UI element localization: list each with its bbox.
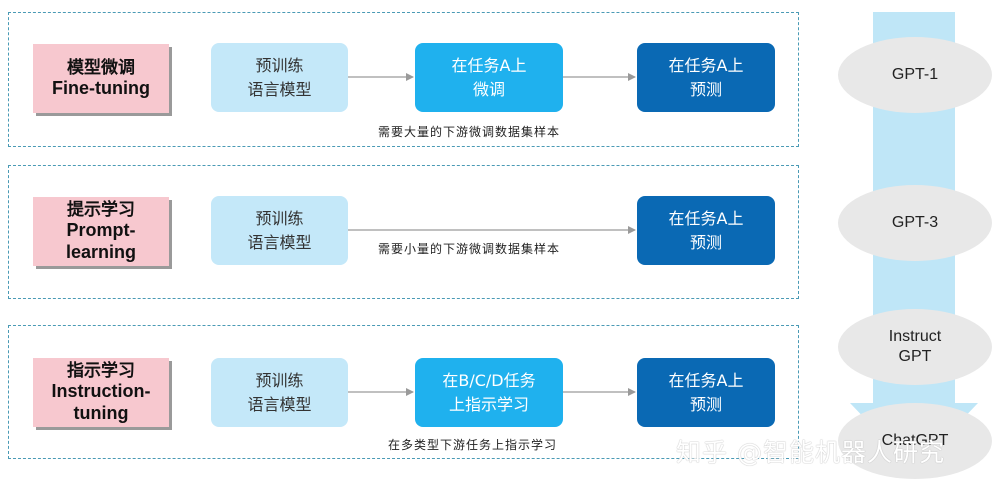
task-a-predict-box: 在任务A上 预测 bbox=[637, 196, 775, 265]
watermark: 知乎 @智能机器人研究 bbox=[676, 438, 945, 467]
instructgpt-node: Instruct GPT bbox=[838, 309, 992, 385]
label-en: Instruction- tuning bbox=[51, 381, 151, 423]
row-note: 在多类型下游任务上指示学习 bbox=[388, 438, 558, 452]
panel-instruction-tuning bbox=[8, 325, 799, 459]
label-cn: 模型微调 bbox=[67, 57, 135, 78]
label-en: Fine-tuning bbox=[52, 77, 150, 98]
label-fine-tuning: 模型微调 Fine-tuning bbox=[33, 44, 169, 113]
label-cn: 提示学习 bbox=[67, 199, 135, 220]
pretrain-model-box: 预训练 语言模型 bbox=[211, 196, 348, 265]
row-note: 需要大量的下游微调数据集样本 bbox=[378, 125, 561, 139]
label-cn: 指示学习 bbox=[67, 360, 135, 381]
pretrain-model-box: 预训练 语言模型 bbox=[211, 358, 348, 427]
row-note: 需要小量的下游微调数据集样本 bbox=[378, 242, 561, 256]
gpt-1-node: GPT-1 bbox=[838, 37, 992, 113]
task-bcd-instruct-box: 在B/C/D任务 上指示学习 bbox=[415, 358, 563, 427]
gpt-3-node: GPT-3 bbox=[838, 185, 992, 261]
task-a-predict-box: 在任务A上 预测 bbox=[637, 43, 775, 112]
label-prompt-learning: 提示学习 Prompt- learning bbox=[33, 197, 169, 266]
panel-prompt-learning bbox=[8, 165, 799, 299]
task-a-finetune-box: 在任务A上 微调 bbox=[415, 43, 563, 112]
task-a-predict-box: 在任务A上 预测 bbox=[637, 358, 775, 427]
chatgpt-node: ChatGPT bbox=[838, 403, 992, 479]
label-en: Prompt- learning bbox=[65, 220, 136, 262]
label-instruction-tuning: 指示学习 Instruction- tuning bbox=[33, 358, 169, 427]
panel-fine-tuning bbox=[8, 12, 799, 147]
pretrain-model-box: 预训练 语言模型 bbox=[211, 43, 348, 112]
